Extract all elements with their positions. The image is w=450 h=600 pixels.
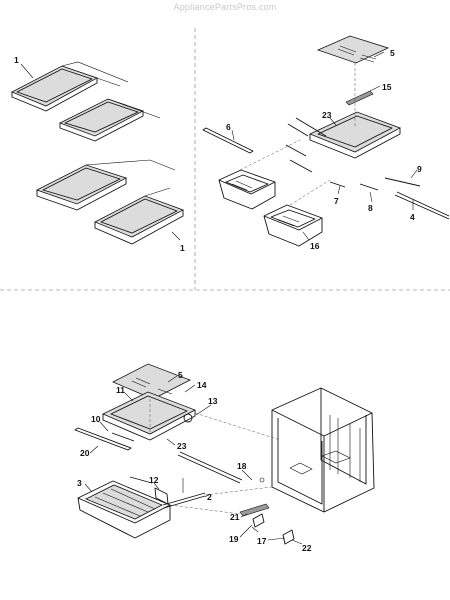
part-2	[162, 492, 206, 509]
deli-rails	[111, 432, 243, 484]
callout-17: 17	[257, 536, 267, 546]
callout-7: 7	[334, 196, 339, 206]
crisper-drawer-upper	[218, 169, 276, 210]
rail-6	[202, 127, 254, 154]
crisper-cover-glass	[316, 35, 390, 64]
shelf-3	[35, 159, 176, 211]
callout-1-lower: 1	[180, 243, 185, 253]
rail-20	[74, 427, 132, 451]
rails-right	[329, 177, 450, 220]
top-right-dash	[239, 63, 356, 206]
callout-14: 14	[197, 380, 207, 390]
callout-11: 11	[116, 385, 125, 395]
deli-cover-glass	[112, 363, 191, 400]
rails-mid	[285, 117, 327, 173]
callout-15: 15	[382, 82, 392, 92]
callout-22: 22	[302, 543, 312, 553]
shelf-2	[58, 98, 161, 142]
top-right-leads	[231, 51, 418, 241]
shelf-1-upper	[11, 61, 129, 112]
crisper-drawer-16	[263, 204, 323, 247]
callout-8: 8	[368, 203, 373, 213]
cover-support-15	[345, 90, 374, 106]
callout-9: 9	[417, 164, 422, 174]
callout-19: 19	[229, 534, 239, 544]
callout-5-top: 5	[390, 48, 395, 58]
callout-21: 21	[230, 512, 240, 522]
shelf-leads	[20, 63, 181, 241]
callout-23-bottom: 23	[177, 441, 187, 451]
roller-13	[183, 413, 193, 423]
callout-16: 16	[310, 241, 320, 251]
bottom-dash	[149, 399, 281, 515]
callout-4: 4	[410, 212, 415, 222]
callout-5-bottom: 5	[178, 370, 183, 380]
callout-20: 20	[80, 448, 90, 458]
crisper-frame-23	[308, 111, 401, 159]
callout-23-top: 23	[322, 110, 332, 120]
bottom-leads	[84, 375, 303, 545]
shelf-1-lower	[94, 187, 184, 245]
callout-13: 13	[208, 396, 218, 406]
callout-18: 18	[237, 461, 247, 471]
parts-small	[239, 477, 295, 545]
callout-10: 10	[91, 414, 101, 424]
deli-drawer-3	[77, 480, 171, 539]
callout-12: 12	[149, 475, 159, 485]
callout-6: 6	[226, 122, 231, 132]
callout-1-upper: 1	[14, 55, 19, 65]
deli-frame-11	[102, 391, 196, 441]
callout-2: 2	[207, 492, 212, 502]
callout-3: 3	[77, 478, 82, 488]
cabinet-liner	[271, 387, 375, 513]
watermark-text: AppliancePartsPros.com	[173, 2, 277, 12]
callout-labels: 1 1 5 15 23 6 9 7 8 4 16 5 14 11 13 10 2…	[14, 48, 422, 553]
